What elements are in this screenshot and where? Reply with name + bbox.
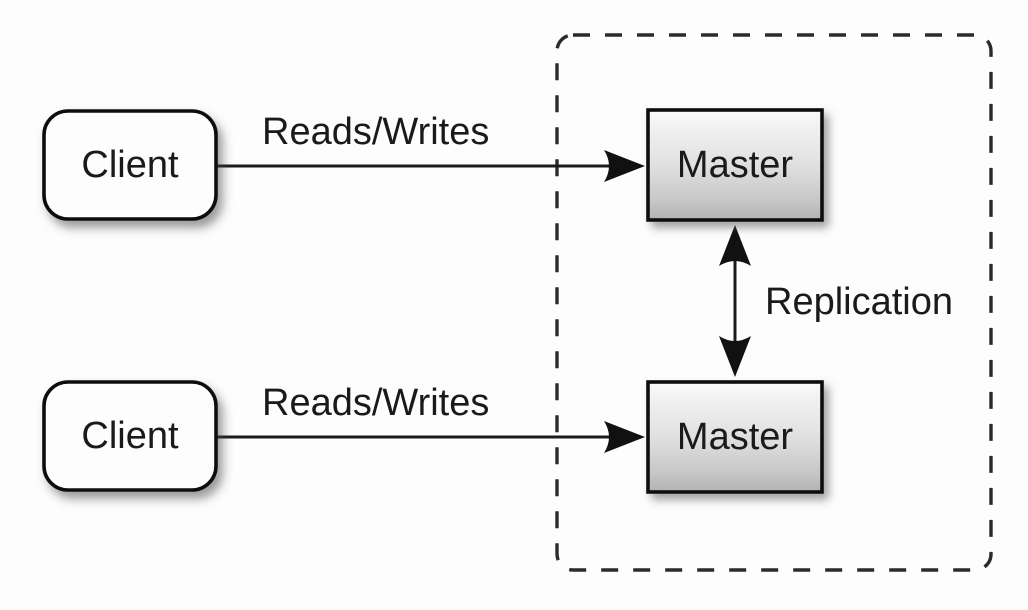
client-top-label: Client: [81, 144, 179, 186]
edge-reads-writes-bottom: [216, 421, 645, 453]
edge-replication: [719, 225, 751, 377]
arrow-head-icon: [604, 150, 645, 182]
client-bottom-shape[interactable]: [42, 380, 218, 492]
arrow-head-up-icon: [719, 225, 751, 266]
node-master-bottom[interactable]: Master: [646, 380, 824, 494]
master-top-shape[interactable]: [646, 108, 824, 222]
edge-reads-writes-top: [216, 150, 645, 182]
master-top-label: Master: [677, 144, 793, 186]
node-client-top[interactable]: Client: [42, 109, 218, 221]
arrow-head-down-icon: [719, 336, 751, 377]
edge-label-replication: Replication: [765, 281, 953, 323]
edge-label-reads-writes-top: Reads/Writes: [262, 111, 489, 153]
arrow-head-icon: [604, 421, 645, 453]
client-top-shape[interactable]: [42, 109, 218, 221]
node-master-top[interactable]: Master: [646, 108, 824, 222]
client-bottom-label: Client: [81, 415, 179, 457]
replication-cluster-boundary: [555, 33, 993, 572]
edge-label-reads-writes-bottom: Reads/Writes: [262, 382, 489, 424]
master-bottom-label: Master: [677, 416, 793, 458]
master-bottom-shape[interactable]: [646, 380, 824, 494]
node-client-bottom[interactable]: Client: [42, 380, 218, 492]
